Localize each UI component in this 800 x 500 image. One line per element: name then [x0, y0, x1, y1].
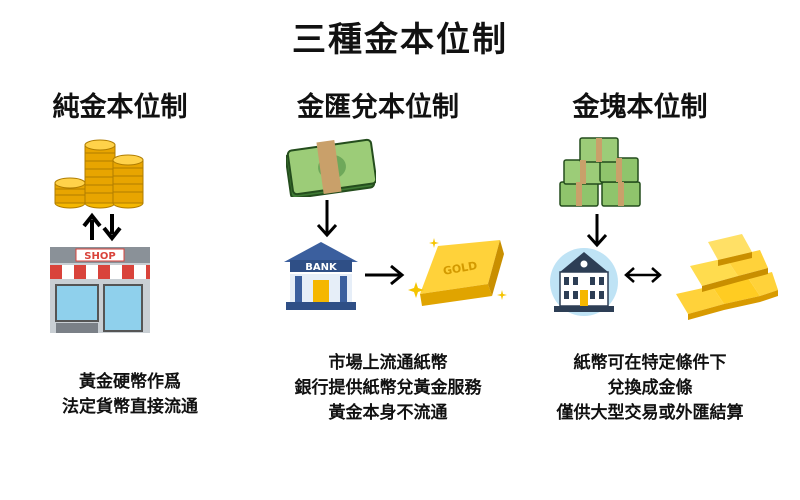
description-line: 黃金本身不流通 [328, 403, 448, 423]
coin-stack-left [54, 177, 86, 209]
description-line: 兌換成金條 [607, 378, 693, 398]
description-line: 市場上流通紙幣 [328, 353, 448, 373]
description-line: 僅供大型交易或外匯結算 [556, 403, 744, 423]
description-line: 紙幣可在特定條件下 [573, 353, 727, 373]
cash-stack-icon [286, 135, 376, 197]
description-line: 黃金硬幣作爲 [79, 372, 181, 392]
pure-gold-standard-description: 黃金硬幣作爲 法定貨幣直接流通 [0, 370, 260, 420]
gold-bar-icon: GOLD [408, 238, 508, 310]
gold-exchange-standard-description: 市場上流通紙幣 銀行提供紙幣兌黃金服務 黃金本身不流通 [258, 351, 518, 426]
gold-bars-pile-icon [668, 232, 780, 320]
gold-bullion-standard-description: 紙幣可在特定條件下 兌換成金條 僅供大型交易或外匯結算 [520, 351, 780, 426]
gold-bar-label: GOLD [442, 259, 478, 278]
gold-bullion-standard-title: 金塊本位制 [572, 92, 708, 123]
bank-icon: BANK [282, 240, 360, 312]
cash-pile-icon [556, 130, 644, 212]
bank-building-icon [548, 246, 620, 316]
pure-gold-standard-title: 純金本位制 [52, 92, 188, 123]
coin-stack-right [112, 154, 144, 209]
shop-icon: SHOP [48, 245, 153, 335]
down-arrow-icon [314, 198, 340, 238]
bank-sign-text: BANK [305, 262, 338, 273]
gold-exchange-standard-title: 金匯兌本位制 [297, 92, 459, 123]
shop-awning [50, 265, 150, 279]
diagram-title: 三種金本位制 [292, 20, 508, 60]
coin-stack-middle [84, 139, 116, 209]
description-line: 銀行提供紙幣兌黃金服務 [294, 378, 482, 398]
shop-sign-text: SHOP [84, 251, 115, 262]
up-down-arrows-icon [80, 212, 124, 242]
gold-coins-icon [50, 135, 145, 210]
description-line: 法定貨幣直接流通 [62, 397, 198, 417]
right-arrow-icon [363, 262, 407, 288]
left-right-arrow-icon [623, 264, 663, 286]
down-arrow-icon [584, 212, 610, 248]
